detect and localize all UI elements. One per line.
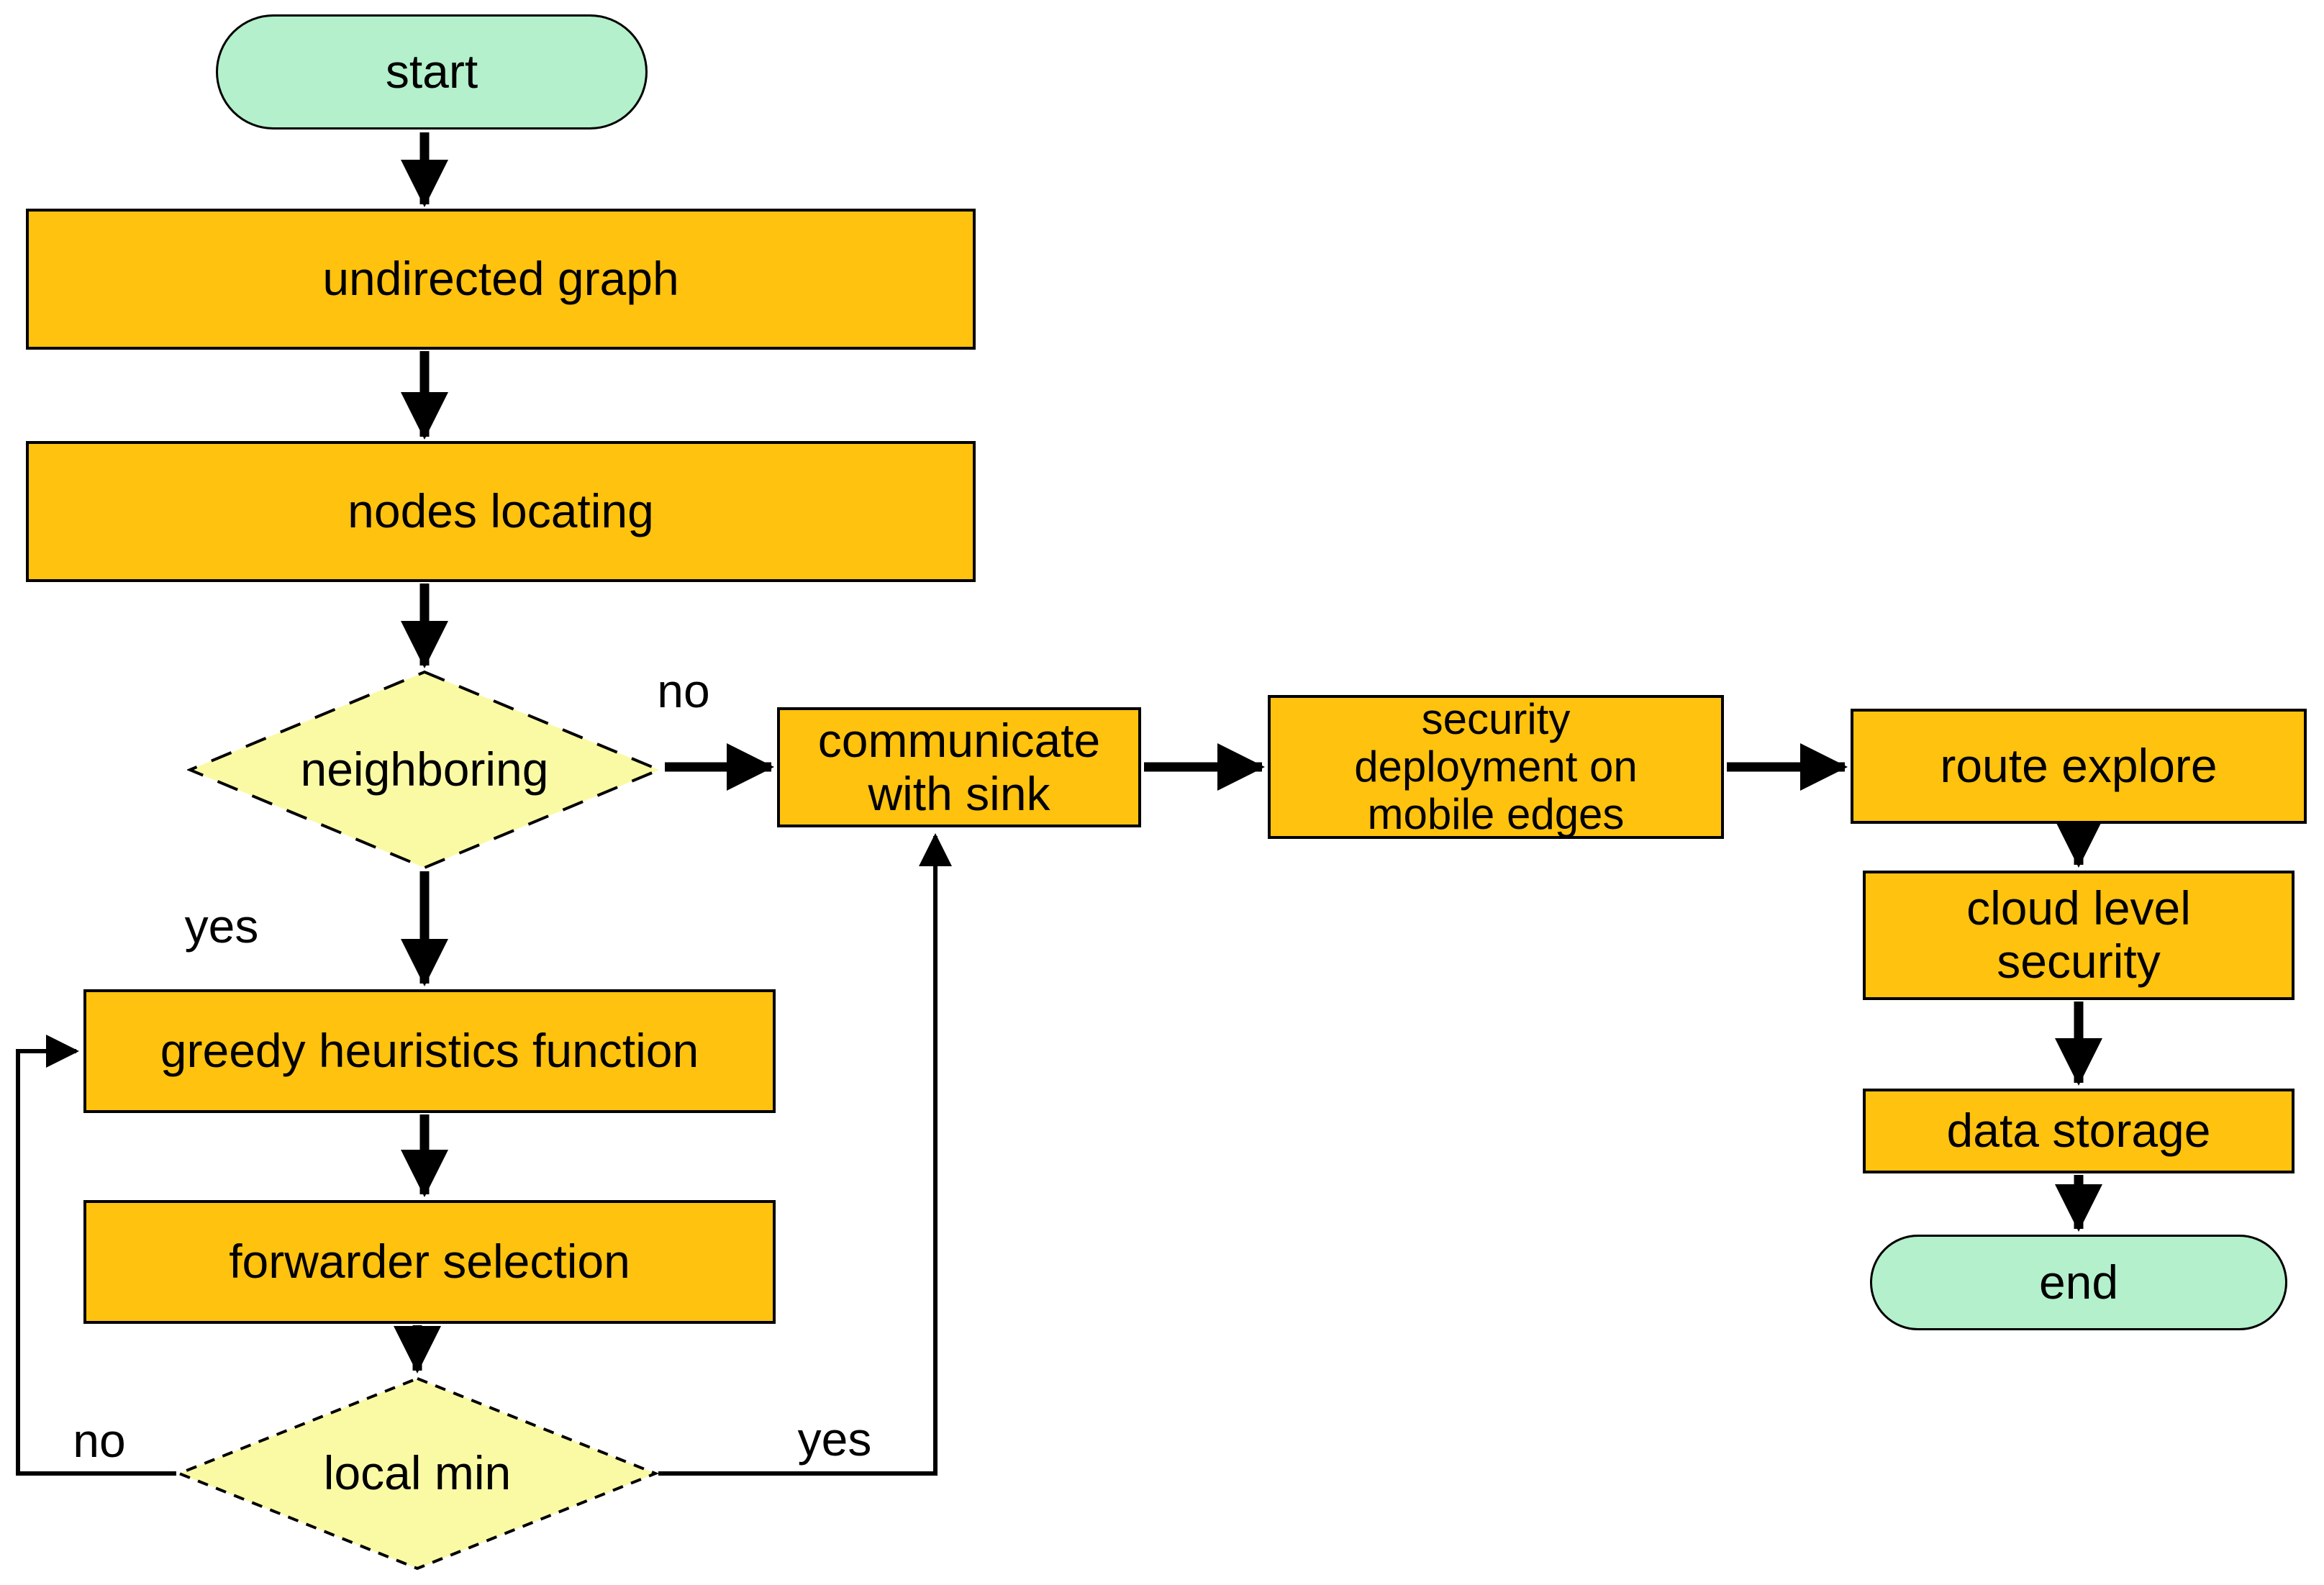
node-data-storage-label: data storage — [1946, 1104, 2211, 1158]
node-end-label: end — [2038, 1255, 2119, 1309]
edge-label-local-min-yes: yes — [797, 1412, 872, 1466]
node-route-explore: route explore — [1851, 709, 2307, 824]
node-start: start — [216, 14, 648, 130]
node-greedy-heuristics-function-label: greedy heuristics function — [160, 1024, 699, 1078]
edge-label-neighboring-no: no — [657, 664, 710, 717]
node-security-deployment-label: security deployment on mobile edges — [1354, 695, 1638, 838]
node-end: end — [1870, 1235, 2287, 1330]
edge-label-neighboring-yes: yes — [184, 899, 259, 953]
edge-label-local-min-no: no — [73, 1414, 126, 1467]
node-nodes-locating: nodes locating — [26, 441, 976, 582]
node-route-explore-label: route explore — [1940, 739, 2218, 793]
node-cloud-level-security-label: cloud level security — [1966, 881, 2191, 988]
node-cloud-level-security: cloud level security — [1863, 871, 2295, 1000]
node-nodes-locating-label: nodes locating — [348, 484, 654, 538]
node-forwarder-selection: forwarder selection — [83, 1200, 776, 1324]
node-greedy-heuristics-function: greedy heuristics function — [83, 989, 776, 1113]
node-communicate-with-sink-label: communicate with sink — [817, 713, 1101, 820]
loop-local-min-no-to-greedy — [16, 1035, 176, 1476]
node-undirected-graph-label: undirected graph — [322, 252, 679, 306]
node-local-min-label: local min — [323, 1446, 512, 1500]
node-security-deployment: security deployment on mobile edges — [1268, 695, 1724, 839]
node-data-storage: data storage — [1863, 1089, 2295, 1173]
node-communicate-with-sink: communicate with sink — [777, 707, 1141, 827]
local-min-diamond-shape — [176, 1376, 658, 1571]
node-local-min: local min — [176, 1376, 658, 1571]
node-forwarder-selection-label: forwarder selection — [229, 1235, 630, 1289]
loop-local-min-yes-to-communicate — [658, 833, 952, 1476]
node-undirected-graph: undirected graph — [26, 209, 976, 350]
neighboring-diamond-shape — [187, 670, 662, 870]
node-start-label: start — [385, 45, 478, 99]
node-neighboring: neighboring — [187, 670, 662, 870]
node-neighboring-label: neighboring — [300, 742, 549, 796]
